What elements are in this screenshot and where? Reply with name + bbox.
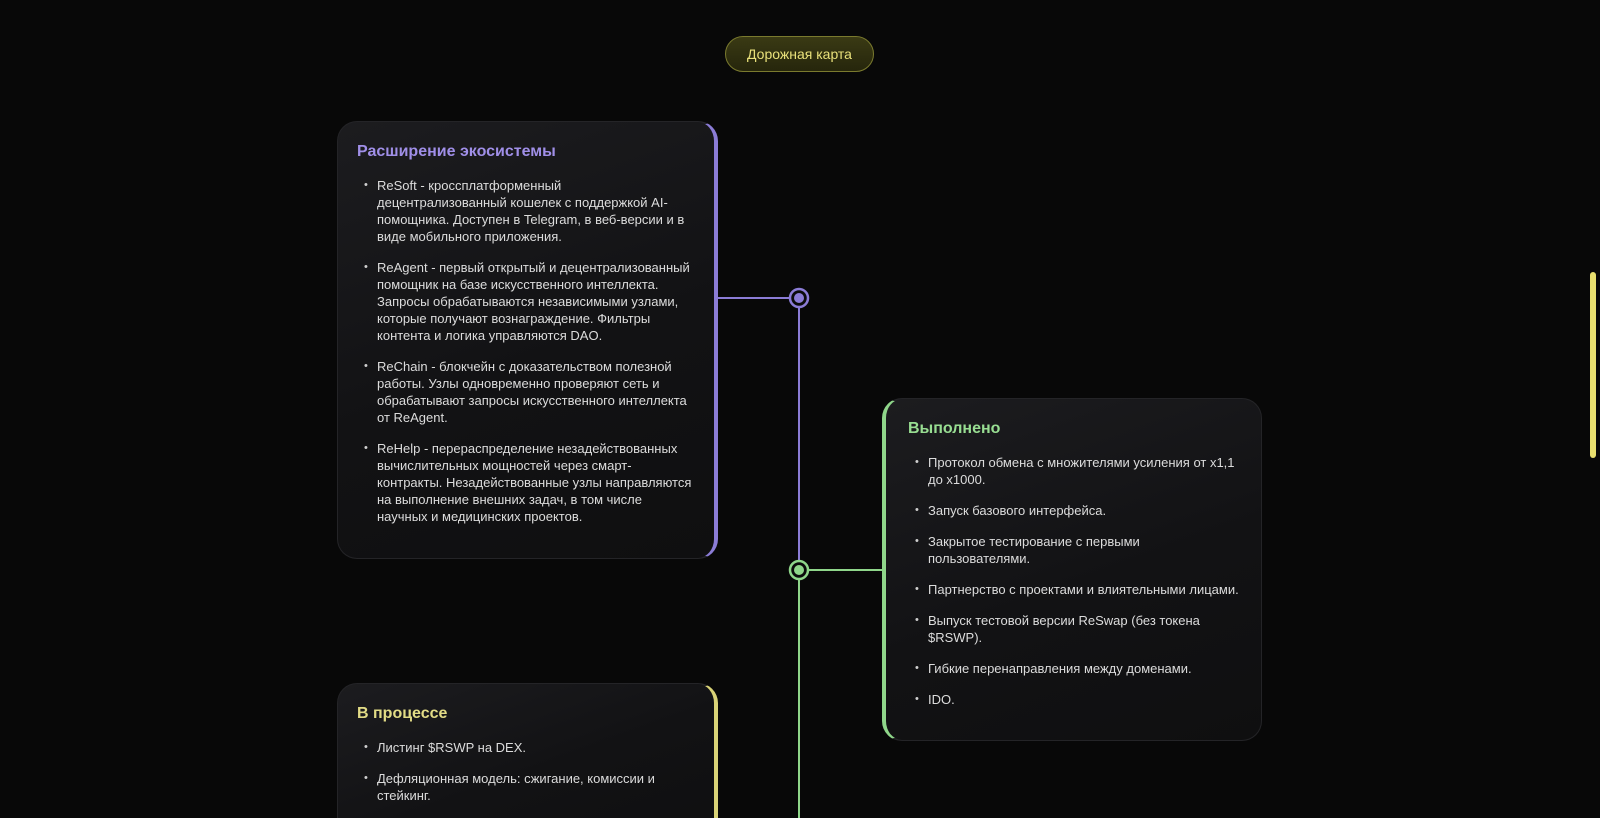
list-item: ReAgent - первый открытый и децентрализо… (357, 259, 694, 344)
scrollbar-thumb[interactable] (1590, 272, 1596, 458)
list-item: Закрытое тестирование с первыми пользова… (908, 533, 1241, 567)
list-item: ReSoft - кроссплатформенный децентрализо… (357, 177, 694, 245)
list-item: IDO. (908, 691, 1241, 708)
timeline-node-green (788, 559, 810, 581)
list-item: Выпуск тестовой версии ReSwap (без токен… (908, 612, 1241, 646)
roadmap-card-in-progress: В процессе Листинг $RSWP на DEX. Дефляци… (337, 683, 718, 818)
timeline-node-purple (788, 287, 810, 309)
roadmap-card-completed: Выполнено Протокол обмена с множителями … (882, 398, 1262, 741)
list-item: ReChain - блокчейн с доказательством пол… (357, 358, 694, 426)
list-item: Протокол обмена с множителями усиления о… (908, 454, 1241, 488)
roadmap-card-ecosystem: Расширение экосистемы ReSoft - кроссплат… (337, 121, 718, 559)
card-title: Расширение экосистемы (357, 143, 556, 160)
list-item: Запуск базового интерфейса. (908, 502, 1241, 519)
card-title: В процессе (357, 705, 448, 722)
list-item: ReHelp - перераспределение незадействова… (357, 440, 694, 525)
card-list: Листинг $RSWP на DEX. Дефляционная модел… (357, 739, 694, 804)
list-item: Партнерство с проектами и влиятельными л… (908, 581, 1241, 598)
card-title: Выполнено (908, 420, 1001, 437)
list-item: Гибкие перенаправления между доменами. (908, 660, 1241, 677)
roadmap-badge: Дорожная карта (725, 36, 874, 72)
card-list: ReSoft - кроссплатформенный децентрализо… (357, 177, 694, 525)
list-item: Листинг $RSWP на DEX. (357, 739, 694, 756)
list-item: Дефляционная модель: сжигание, комиссии … (357, 770, 694, 804)
card-list: Протокол обмена с множителями усиления о… (908, 454, 1241, 708)
